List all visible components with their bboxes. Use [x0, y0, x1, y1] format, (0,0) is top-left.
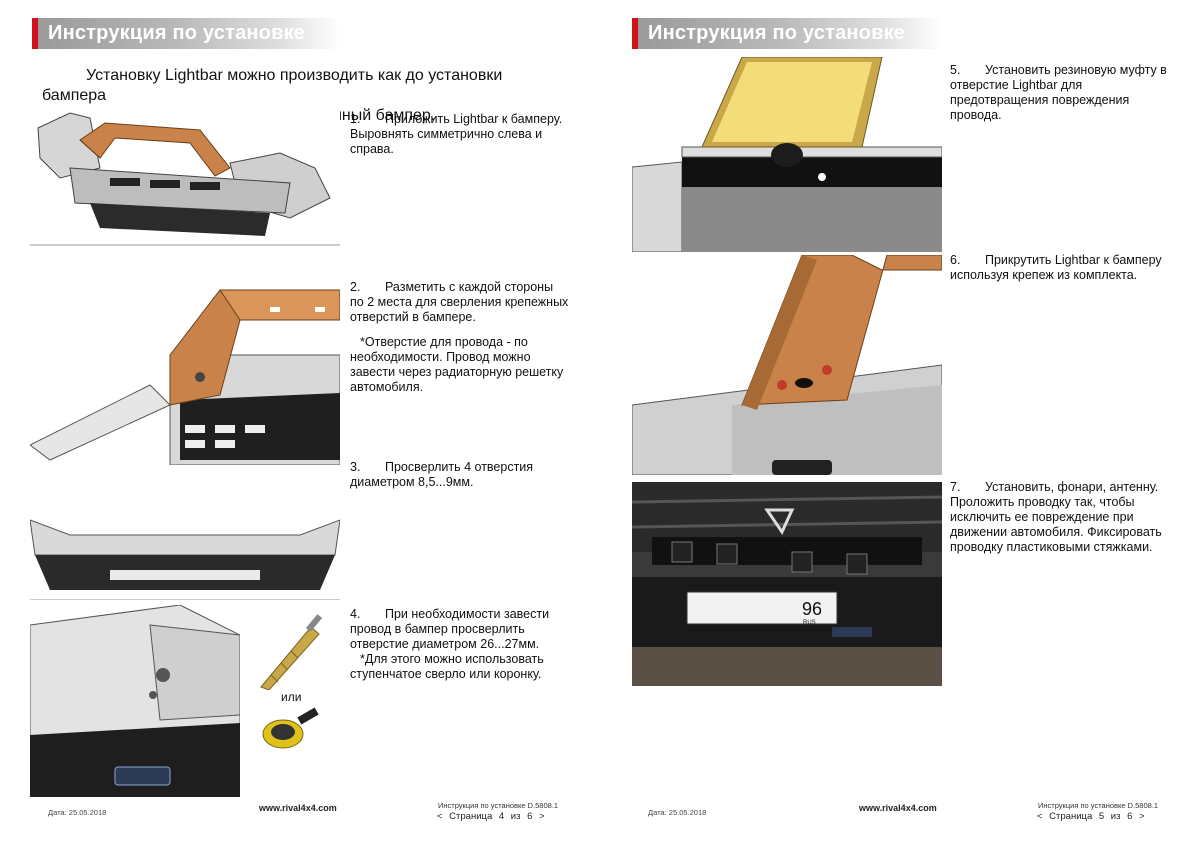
footer-date: Дата: 25.05.2018: [48, 808, 107, 817]
footer-site[interactable]: www.rival4x4.com: [259, 803, 337, 813]
plate-number: 96: [802, 599, 822, 619]
bumper-marking-image: [30, 285, 340, 465]
page-5: Инструкция по установке 5.Установить рез…: [600, 0, 1200, 848]
rival-logo-icon: [832, 627, 872, 637]
page-header: Инструкция по установке: [632, 18, 942, 49]
bumper-front-image: [30, 510, 340, 600]
footer-doc: Инструкция по установке D.5808.1: [1038, 801, 1159, 810]
bumper-lightbar-image: [30, 108, 340, 248]
installed-photo: 96 RUS: [632, 482, 942, 686]
page-4: Инструкция по установке Установку Lightb…: [30, 18, 569, 822]
hole-saw-icon: [258, 702, 326, 752]
step-drill-icon: [256, 612, 326, 690]
step-2: 2.Разметить с каждой стороны по 2 места …: [350, 280, 569, 394]
step-7: 7.Установить, фонари, антенну. Проложить…: [950, 480, 1162, 554]
step-3: 3.Просверлить 4 отверстия диаметром 8,5.…: [350, 460, 534, 489]
step-1: 1.Приложить Lightbar к бамперу. Выровнят…: [350, 112, 563, 156]
step-5: 5.Установить резиновую муфту в отверстие…: [950, 63, 1167, 122]
footer-date: Дата: 25.05.2018: [648, 808, 707, 817]
page-number: < Страница 4 из 6 >: [437, 811, 545, 822]
header-accent-bar: [632, 18, 638, 49]
plate-region: RUS: [803, 620, 816, 626]
footer-doc: Инструкция по установке D.5808.1: [438, 801, 559, 810]
page-header: Инструкция по установке: [32, 18, 340, 49]
grommet-image: [632, 57, 942, 252]
or-label: или: [281, 690, 302, 704]
header-accent-bar: [32, 18, 38, 49]
wire-hole-image: [30, 605, 240, 797]
page-title: Инструкция по установке: [48, 22, 306, 44]
page-title: Инструкция по установке: [648, 22, 906, 44]
mounting-image: [632, 255, 942, 475]
footer-site[interactable]: www.rival4x4.com: [859, 803, 937, 813]
page-number: < Страница 5 из 6 >: [1037, 811, 1145, 822]
step-4: 4.При необходимости завести провод в бам…: [350, 607, 550, 681]
step-6: 6.Прикрутить Lightbar к бамперу использу…: [950, 253, 1162, 282]
